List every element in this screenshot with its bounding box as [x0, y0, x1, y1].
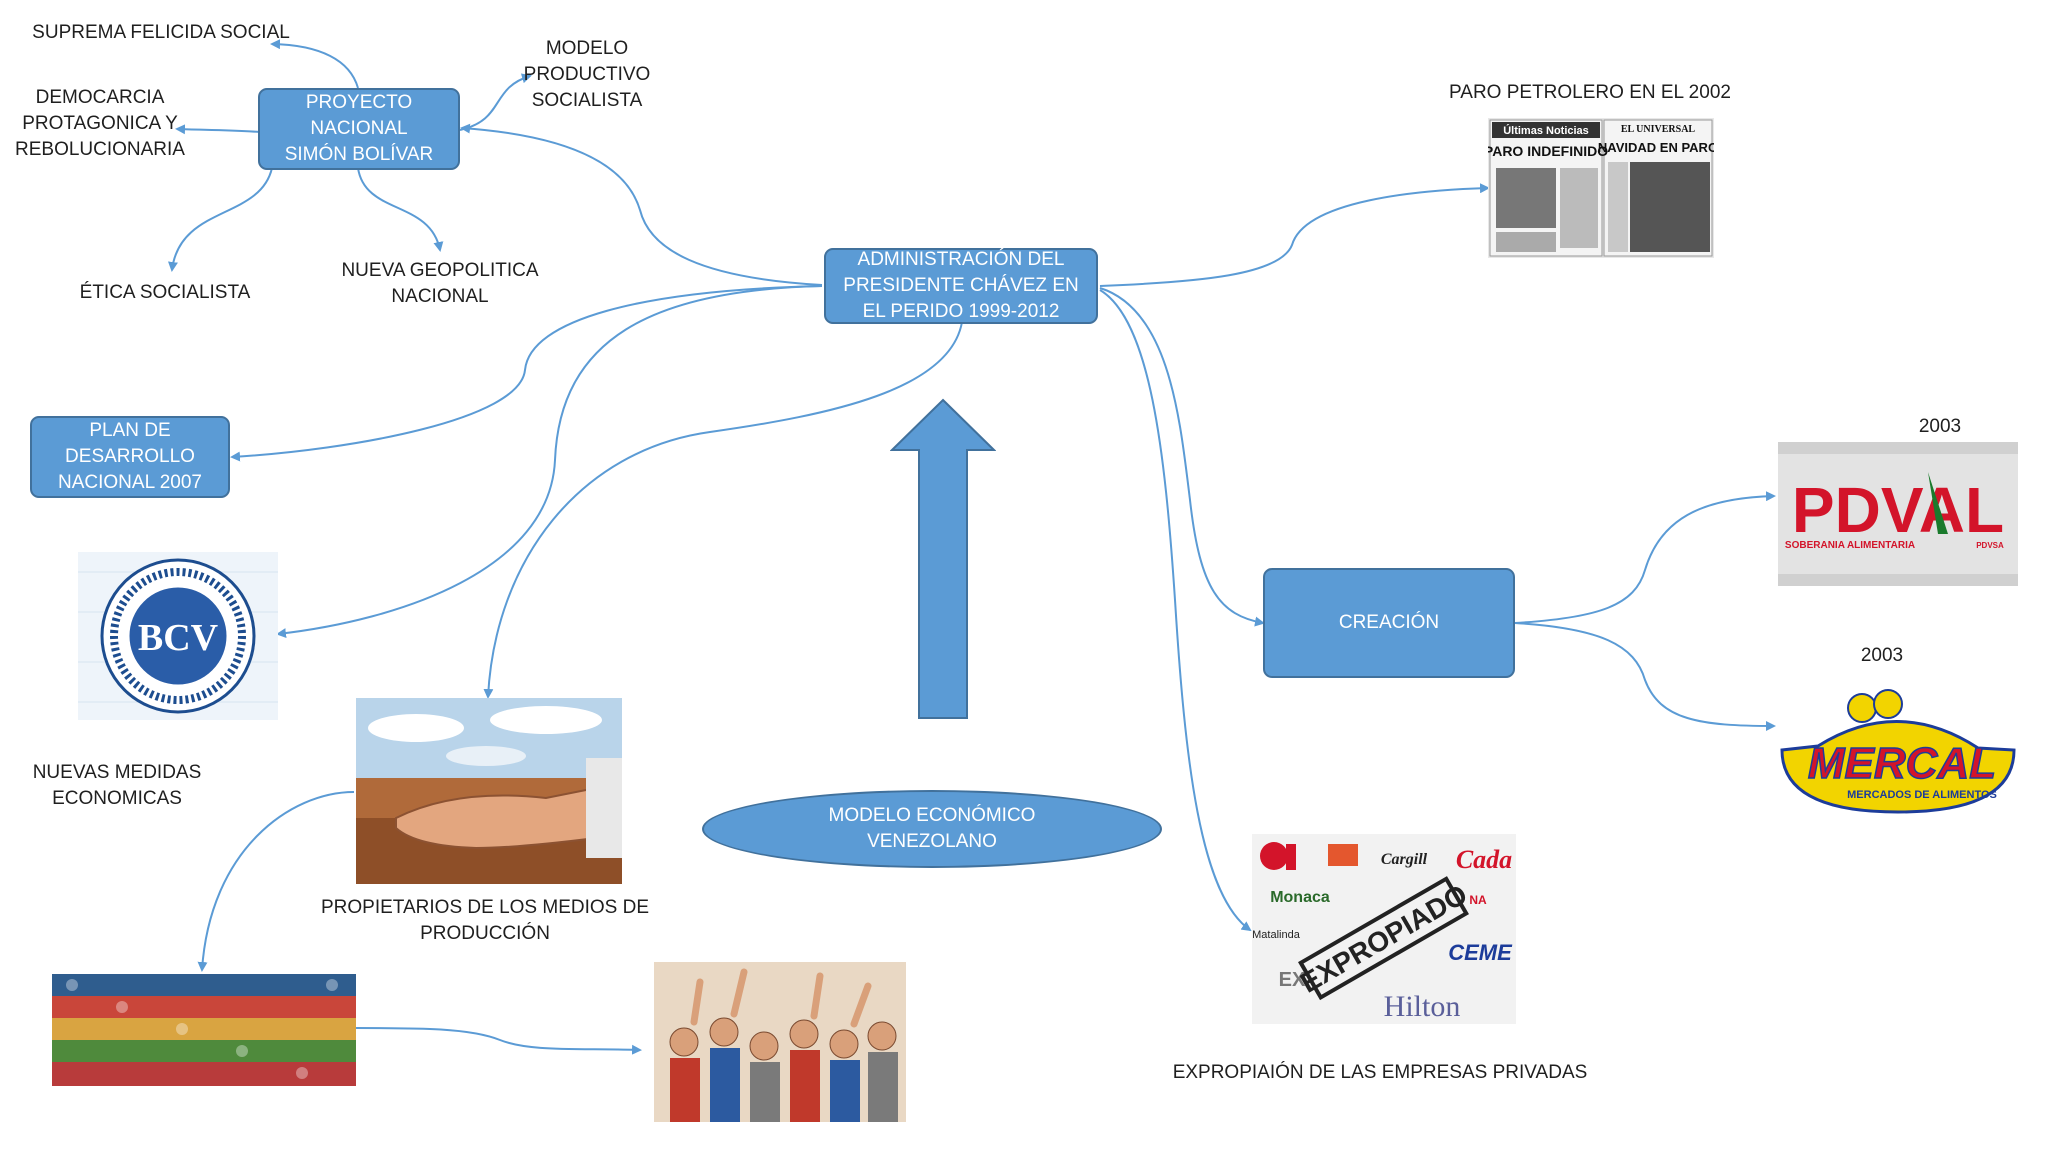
link-proyecto-democracia	[175, 124, 261, 135]
bcv-seal-image: BCV	[78, 552, 278, 720]
exp-hilton: Hilton	[1384, 990, 1461, 1023]
label-year-pdval: 2003	[1918, 416, 1962, 437]
upward-arrow-icon	[890, 398, 996, 719]
exp-matalinda: Matalinda	[1252, 929, 1301, 941]
newspaper-image: Últimas Noticias PARO INDEFINIDO EL UNIV…	[1488, 118, 1714, 258]
bcv-seal-text: BCV	[138, 617, 219, 659]
node-modelo-economico[interactable]: MODELO ECONÓMICO VENEZOLANO	[702, 790, 1162, 868]
exp-cargill: Cargill	[1381, 851, 1428, 868]
link-propietarios-market	[197, 791, 355, 972]
link-center-expropiacion	[1099, 289, 1252, 932]
exp-cemex: CEME	[1448, 940, 1513, 965]
newspaper-left-title: Últimas Noticias	[1503, 124, 1589, 137]
exp-na: NA	[1469, 893, 1487, 907]
exp-ex: EX	[1279, 969, 1306, 991]
link-creacion-mercal	[1514, 622, 1776, 731]
link-proyecto-etica	[168, 167, 273, 272]
expropiado-collage-image: Cargill Cada Monaca NA Matalinda CEME EX…	[1252, 834, 1516, 1024]
link-center-bcv	[276, 285, 823, 639]
label-expropiacion: EXPROPIAIÓN DE LAS EMPRESAS PRIVADAS	[1172, 1062, 1588, 1083]
pdval-sub-text: SOBERANIA ALIMENTARIA	[1785, 540, 1915, 551]
link-center-paro	[1099, 183, 1490, 287]
label-modelo-productivo: MODELO PRODUCTIVO SOCIALISTA	[523, 38, 651, 111]
node-proyecto[interactable]: PROYECTO NACIONAL SIMÓN BOLÍVAR	[258, 88, 460, 170]
node-creacion[interactable]: CREACIÓN	[1263, 568, 1515, 678]
pdval-logo-image: PDVAL SOBERANIA ALIMENTARIA PDVSA	[1778, 442, 2018, 586]
link-center-propietarios	[483, 321, 963, 699]
node-center[interactable]: ADMINISTRACIÓN DEL PRESIDENTE CHÁVEZ EN …	[824, 248, 1098, 324]
exp-monaca: Monaca	[1270, 889, 1330, 906]
link-proyecto-suprema	[270, 39, 359, 89]
mercal-logo-text: MERCAL	[1808, 739, 1996, 788]
crowd-image	[654, 962, 906, 1122]
label-nuevas-medidas: NUEVAS MEDIDAS ECONOMICAS	[32, 762, 202, 809]
link-center-plan	[230, 285, 823, 462]
label-democracia: DEMOCARCIA PROTAGONICA Y REBOLUCIONARIA	[15, 87, 185, 160]
hands-land-image	[356, 698, 622, 884]
label-propietarios: PROPIETARIOS DE LOS MEDIOS DE PRODUCCIÓN	[321, 897, 649, 944]
newspaper-right-headline: NAVIDAD EN PARO	[1598, 140, 1714, 155]
link-proyecto-geopolitica	[357, 167, 444, 252]
exp-cada: Cada	[1456, 845, 1512, 874]
pdval-logo-text: PDVAL	[1792, 474, 2004, 546]
mercal-logo-image: MERCAL MERCADOS DE ALIMENTOS	[1778, 686, 2018, 814]
label-suprema: SUPREMA FELICIDA SOCIAL	[32, 22, 290, 43]
node-plan[interactable]: PLAN DE DESARROLLO NACIONAL 2007	[30, 416, 230, 498]
link-proyecto-modelo-productivo	[459, 73, 532, 131]
pdval-brand-text: PDVSA	[1976, 541, 2004, 550]
link-market-crowd	[355, 1027, 642, 1055]
market-image	[52, 974, 356, 1086]
label-geopolitica: NUEVA GEOPOLITICA NACIONAL	[341, 260, 539, 307]
link-center-creacion	[1099, 287, 1265, 627]
label-paro: PARO PETROLERO EN EL 2002	[1449, 82, 1731, 103]
label-etica: ÉTICA SOCIALISTA	[79, 282, 251, 303]
link-center-proyecto	[460, 123, 823, 286]
link-creacion-pdval	[1514, 491, 1776, 624]
mercal-sub-text: MERCADOS DE ALIMENTOS	[1847, 789, 1997, 801]
newspaper-right-title: EL UNIVERSAL	[1621, 124, 1696, 135]
label-year-mercal: 2003	[1860, 645, 1904, 666]
newspaper-left-headline: PARO INDEFINIDO	[1488, 143, 1608, 159]
